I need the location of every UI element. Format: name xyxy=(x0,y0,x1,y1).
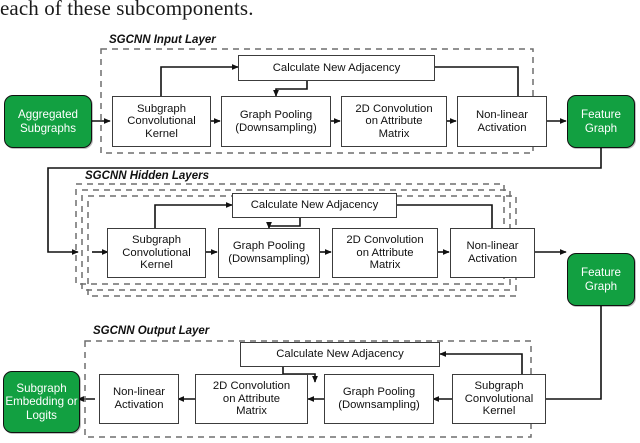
node-line-1: Graph Pooling xyxy=(239,108,313,121)
node-line-3: Kernel xyxy=(145,127,178,140)
terminal-line-2: Graph xyxy=(584,121,618,135)
terminal-line-2: Embedding xyxy=(5,395,65,409)
input-calculate-new-adjacency[interactable]: Calculate New Adjacency xyxy=(238,55,435,81)
node-line-1: Non-linear xyxy=(466,240,519,253)
node-line-2: on Attribute xyxy=(356,246,414,259)
node-line-2: Activation xyxy=(114,399,164,411)
terminal-line-1: Feature xyxy=(581,108,621,122)
node-line-2: Convolutional xyxy=(122,246,191,259)
terminal-line-1: Subgraph xyxy=(16,382,67,396)
node-line-2: (Downsampling) xyxy=(338,399,420,411)
output-subgraph-convolutional-kernel[interactable]: Subgraph Convolutional Kernel xyxy=(452,374,546,424)
node-line-3: Kernel xyxy=(140,259,173,272)
output-2d-convolution-attribute-matrix[interactable]: 2D Convolution on Attribute Matrix xyxy=(195,374,308,424)
node-line-3: Matrix xyxy=(236,405,267,418)
node-line-3: Matrix xyxy=(378,127,410,140)
terminal-line-3: or Logits xyxy=(26,395,78,422)
node-label: Calculate New Adjacency xyxy=(250,199,379,212)
input-subgraph-convolutional-kernel[interactable]: Subgraph Convolutional Kernel xyxy=(112,96,211,147)
hidden-subgraph-convolutional-kernel[interactable]: Subgraph Convolutional Kernel xyxy=(107,228,206,278)
node-line-2: Activation xyxy=(468,253,517,265)
input-graph-pooling[interactable]: Graph Pooling (Downsampling) xyxy=(221,96,331,147)
terminal-feature-graph-1[interactable]: Feature Graph xyxy=(567,95,635,148)
node-line-1: Non-linear xyxy=(112,386,166,399)
group-title-hidden-layers: SGCNN Hidden Layers xyxy=(82,170,212,182)
node-label: Calculate New Adjacency xyxy=(276,348,404,361)
terminal-line-2: Graph xyxy=(584,279,618,293)
node-line-1: Subgraph xyxy=(132,234,181,247)
output-nonlinear-activation[interactable]: Non-linear Activation xyxy=(99,374,179,424)
hidden-2d-convolution-attribute-matrix[interactable]: 2D Convolution on Attribute Matrix xyxy=(332,228,438,278)
node-line-1: Subgraph xyxy=(474,380,524,393)
node-line-2: on Attribute xyxy=(222,392,281,405)
node-line-2: Convolutional xyxy=(464,392,534,405)
node-line-1: 2D Convolution xyxy=(212,380,291,393)
output-calculate-new-adjacency[interactable]: Calculate New Adjacency xyxy=(240,342,440,367)
node-line-3: Matrix xyxy=(369,259,401,272)
page-caption: each of these subcomponents. xyxy=(0,0,254,20)
terminal-feature-graph-2[interactable]: Feature Graph xyxy=(567,253,635,306)
hidden-graph-pooling[interactable]: Graph Pooling (Downsampling) xyxy=(218,228,320,278)
node-line-1: 2D Convolution xyxy=(346,234,424,247)
node-label: Calculate New Adjacency xyxy=(272,61,401,74)
group-title-input-layer: SGCNN Input Layer xyxy=(106,34,219,46)
node-line-2: on Attribute xyxy=(365,115,423,128)
node-line-2: Convolutional xyxy=(127,115,196,128)
hidden-calculate-new-adjacency[interactable]: Calculate New Adjacency xyxy=(232,193,397,218)
terminal-line-1: Aggregated xyxy=(18,108,78,122)
node-line-2: (Downsampling) xyxy=(235,121,317,134)
node-line-3: Kernel xyxy=(482,405,516,418)
input-2d-convolution-attribute-matrix[interactable]: 2D Convolution on Attribute Matrix xyxy=(341,96,447,147)
terminal-line-2: Subgraphs xyxy=(19,121,77,135)
input-nonlinear-activation[interactable]: Non-linear Activation xyxy=(457,96,547,147)
group-title-output-layer: SGCNN Output Layer xyxy=(90,325,213,337)
node-line-2: (Downsampling) xyxy=(228,253,310,265)
output-graph-pooling[interactable]: Graph Pooling (Downsampling) xyxy=(324,374,434,424)
hidden-nonlinear-activation[interactable]: Non-linear Activation xyxy=(450,228,535,278)
node-line-1: Subgraph xyxy=(137,102,186,115)
terminal-aggregated-subgraphs[interactable]: Aggregated Subgraphs xyxy=(4,95,92,148)
node-line-1: Graph Pooling xyxy=(232,240,306,253)
node-line-1: Non-linear xyxy=(475,108,529,121)
node-line-2: Activation xyxy=(477,121,527,134)
terminal-subgraph-embedding-or-logits[interactable]: Subgraph Embedding or Logits xyxy=(3,371,80,433)
terminal-line-1: Feature xyxy=(581,266,621,280)
node-line-1: 2D Convolution xyxy=(355,102,433,115)
node-line-1: Graph Pooling xyxy=(342,386,416,399)
